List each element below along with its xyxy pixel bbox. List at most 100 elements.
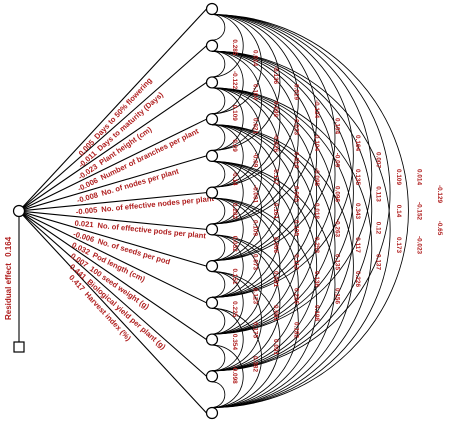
correlation-arc bbox=[211, 87, 336, 335]
correlation-value-text: 0.253 bbox=[313, 237, 320, 253]
correlation-arc bbox=[211, 124, 336, 372]
correlation-value: 0.091 bbox=[272, 305, 279, 321]
correlation-value: 0.052 bbox=[231, 236, 238, 252]
correlation-value-text: 0.12 bbox=[375, 222, 382, 235]
correlation-arc bbox=[211, 14, 372, 335]
correlation-value: 0.161 bbox=[272, 203, 279, 219]
correlation-arc bbox=[211, 234, 244, 298]
correlation-value: -0.65 bbox=[436, 221, 443, 236]
correlation-arc bbox=[211, 14, 226, 41]
direct-effect-ray bbox=[24, 192, 207, 212]
correlation-value-text: 0.226 bbox=[354, 271, 361, 287]
correlation-arc bbox=[211, 14, 281, 151]
trait-labels: 0.005Days to 50% flowering-0.011Days to … bbox=[67, 76, 215, 352]
correlation-value: -0.095 bbox=[313, 168, 320, 187]
correlation-value-text: 0.109 bbox=[395, 169, 402, 185]
trait-node bbox=[205, 370, 219, 383]
correlation-value: 0.117 bbox=[272, 169, 279, 185]
trait-label-text: 0.441Biological yield per plant (g) bbox=[68, 262, 168, 352]
correlation-value: 0.105 bbox=[293, 220, 300, 236]
correlation-value: 0.175 bbox=[252, 322, 259, 338]
correlation-value-text: -0.124 bbox=[313, 100, 320, 119]
correlation-value-text: 0.136 bbox=[313, 271, 320, 287]
correlation-value-text: -0.65 bbox=[436, 221, 443, 236]
correlation-value: 0.354 bbox=[231, 334, 238, 350]
correlation-value: 0.09 bbox=[231, 139, 238, 152]
correlation-value-text: 0.173 bbox=[395, 237, 402, 253]
correlation-value-text: -0.023 bbox=[293, 117, 300, 136]
correlation-value: 0.104 bbox=[252, 84, 259, 100]
correlation-value-text: -0.14 bbox=[231, 171, 238, 186]
direct-effect-ray bbox=[23, 82, 207, 209]
correlation-value-text: 0.018 bbox=[313, 203, 320, 219]
correlation-value: 0.104 bbox=[313, 135, 320, 151]
correlation-arc bbox=[211, 87, 354, 372]
correlation-value-text: 0.019 bbox=[293, 84, 300, 100]
correlation-value: 0.135 bbox=[334, 254, 341, 270]
correlation-value-text: 0.005 bbox=[293, 186, 300, 202]
trait-node bbox=[205, 186, 219, 199]
correlation-value: 0.226 bbox=[293, 288, 300, 304]
correlation-arc bbox=[211, 381, 226, 408]
correlation-value: -0.023 bbox=[293, 117, 300, 136]
correlation-value: -0.098 bbox=[231, 366, 238, 385]
residual-text: Residual effect bbox=[4, 263, 13, 320]
correlation-value-text: 0.109 bbox=[252, 220, 259, 236]
trait-label: 0.441Biological yield per plant (g) bbox=[68, 262, 168, 352]
correlation-value-text: 0.104 bbox=[334, 118, 341, 134]
correlation-value: 0.136 bbox=[313, 271, 320, 287]
correlation-value-text: 0.109 bbox=[231, 105, 238, 121]
correlation-arc bbox=[211, 124, 354, 408]
correlation-arc bbox=[211, 14, 336, 262]
correlation-value-text: 0.382 bbox=[252, 356, 259, 372]
correlation-value-text: 0.052 bbox=[231, 236, 238, 252]
correlation-arc bbox=[211, 14, 354, 298]
correlation-value: 0.253 bbox=[313, 237, 320, 253]
correlation-arc bbox=[211, 160, 244, 225]
correlation-value: 0.018 bbox=[313, 203, 320, 219]
correlation-arc bbox=[211, 50, 299, 225]
correlation-arc bbox=[211, 50, 226, 78]
correlation-value: -0.026 bbox=[272, 134, 279, 153]
correlation-arc bbox=[211, 160, 336, 408]
correlation-arc bbox=[211, 50, 317, 262]
correlation-value: 0.014 bbox=[252, 50, 259, 66]
correlation-arc bbox=[211, 50, 336, 298]
correlation-value-text: 0.156 bbox=[334, 288, 341, 304]
correlation-arc bbox=[211, 307, 244, 372]
correlation-value: 0.123 bbox=[252, 288, 259, 304]
correlation-arc bbox=[211, 87, 244, 151]
correlation-value-text: 0.226 bbox=[293, 288, 300, 304]
correlation-arc bbox=[211, 14, 318, 225]
correlation-arc bbox=[211, 124, 226, 151]
correlation-value: 0.112 bbox=[293, 254, 300, 270]
trait-node bbox=[205, 149, 219, 163]
correlation-value: 0.14 bbox=[395, 205, 402, 218]
correlation-value: 0.151 bbox=[231, 268, 238, 284]
correlation-value: 0.005 bbox=[293, 186, 300, 202]
correlation-labels: 0.285-0.1220.1090.09-0.140.2820.0520.151… bbox=[231, 39, 443, 384]
correlation-value: -0.263 bbox=[334, 219, 341, 238]
correlation-value-text: 0.175 bbox=[252, 322, 259, 338]
correlation-value-text: 0.285 bbox=[231, 39, 238, 55]
correlation-value: 0.173 bbox=[395, 237, 402, 253]
correlation-arc bbox=[211, 124, 317, 335]
correlation-arc bbox=[211, 14, 391, 372]
correlation-value: 0.117 bbox=[354, 237, 361, 253]
correlation-value: 0.019 bbox=[293, 84, 300, 100]
correlation-arc bbox=[211, 160, 299, 335]
correlation-value: -0.129 bbox=[436, 185, 443, 204]
svg-text:Residual effect 0.164: Residual effect 0.164 bbox=[4, 236, 13, 320]
correlation-value: -0.124 bbox=[313, 100, 320, 119]
correlation-value: 0.12 bbox=[375, 222, 382, 235]
trait-node bbox=[205, 296, 219, 309]
correlation-value-text: 0.343 bbox=[354, 203, 361, 219]
correlation-arc bbox=[211, 234, 299, 408]
correlation-value: -0.122 bbox=[231, 71, 238, 90]
correlation-arc bbox=[211, 271, 226, 298]
correlation-value-text: -0.129 bbox=[436, 185, 443, 204]
direct-effect-ray bbox=[24, 212, 207, 267]
correlation-value-text: 0.096 bbox=[334, 186, 341, 202]
correlation-value: 0.113 bbox=[375, 186, 382, 202]
